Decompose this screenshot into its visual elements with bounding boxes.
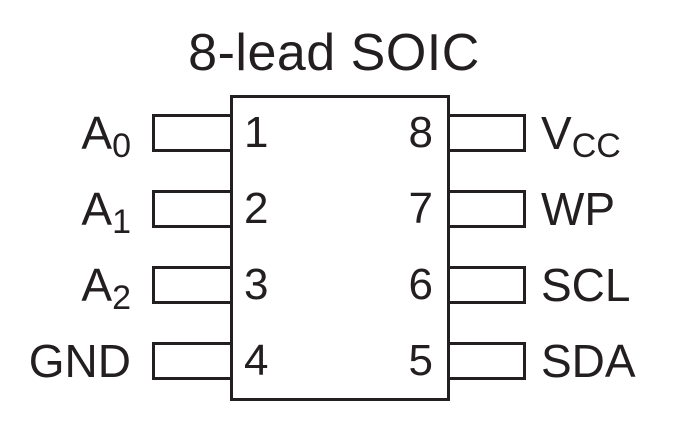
pin-label-a2-subscript: 2 (112, 279, 131, 317)
lead-pin-7 (447, 190, 526, 228)
pin-number-7: 7 (408, 184, 433, 233)
pin-label-gnd: GND (28, 335, 131, 387)
pin-number-2: 2 (244, 184, 269, 233)
diagram-title: 8-lead SOIC (188, 24, 480, 82)
pin-label-a0: A0 (81, 107, 131, 165)
lead-pin-4 (152, 342, 233, 380)
lead-pin-3 (152, 266, 233, 304)
pin-number-1: 1 (244, 108, 269, 157)
lead-pin-6 (447, 266, 526, 304)
pin-label-vcc-subscript: CC (571, 127, 621, 165)
pin-label-a1-subscript: 1 (112, 203, 131, 241)
pin-label-a2: A2 (81, 259, 131, 317)
pin-number-4: 4 (244, 336, 269, 385)
lead-pin-1 (152, 114, 233, 152)
lead-pin-5 (447, 342, 526, 380)
pin-label-wp: WP (541, 183, 616, 235)
pin-label-scl: SCL (541, 259, 631, 311)
pin-label-a1: A1 (81, 183, 131, 241)
pin-number-5: 5 (408, 336, 433, 385)
lead-pin-8 (447, 114, 526, 152)
lead-pin-2 (152, 190, 233, 228)
pin-label-a0-subscript: 0 (112, 127, 131, 165)
pin-number-3: 3 (244, 260, 269, 309)
pin-number-8: 8 (408, 108, 433, 157)
chip-body (230, 95, 450, 401)
pin-number-6: 6 (408, 260, 433, 309)
pin-label-vcc: VCC (541, 107, 621, 165)
pin-label-sda: SDA (541, 335, 636, 387)
